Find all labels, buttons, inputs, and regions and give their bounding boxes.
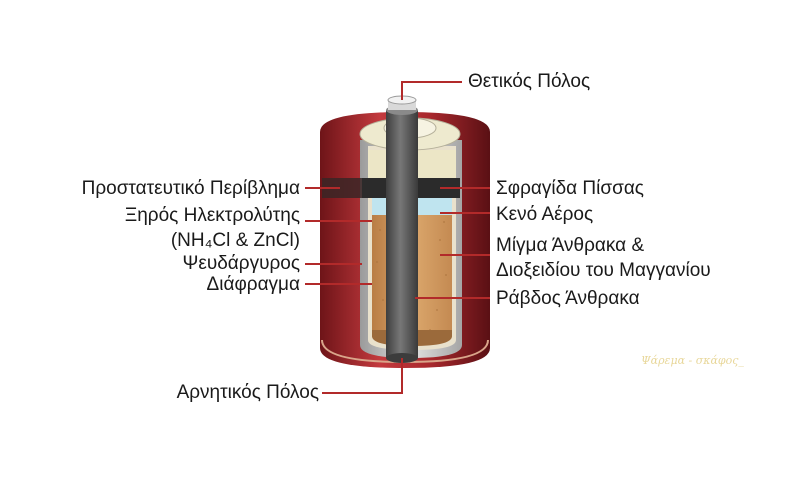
label-electrolyte-formula: (NH₄Cl & ZnCl) [170,230,300,251]
label-diaphragm: Διάφραγμα [206,274,300,295]
label-dry-electrolyte: Ξηρός Ηλεκτρολύτης [124,205,300,226]
leader-negative [322,358,403,394]
label-air-space: Κενό Αέρος [496,204,594,225]
carbon-rod [386,105,418,363]
label-protective-casing: Προστατευτικό Περίβλημα [81,178,300,199]
watermark-text: Ψάρεμα - σκάφος_ [641,354,744,367]
label-carbon-rod: Ράβδος Άνθρακα [496,288,640,309]
label-positive-terminal: Θετικός Πόλος [468,71,591,92]
leader-positive [401,81,462,100]
seal-band [322,178,362,198]
label-negative-terminal: Αρνητικός Πόλος [176,382,319,403]
label-mixture-line2: Διοξειδίου του Μαγγανίου [496,260,711,281]
leader-lines [305,81,490,394]
label-pitch-seal: Σφραγίδα Πίσσας [496,178,644,199]
label-zinc: Ψευδάργυρος [182,253,300,274]
label-mixture-line1: Μίγμα Άνθρακα & [496,235,645,256]
